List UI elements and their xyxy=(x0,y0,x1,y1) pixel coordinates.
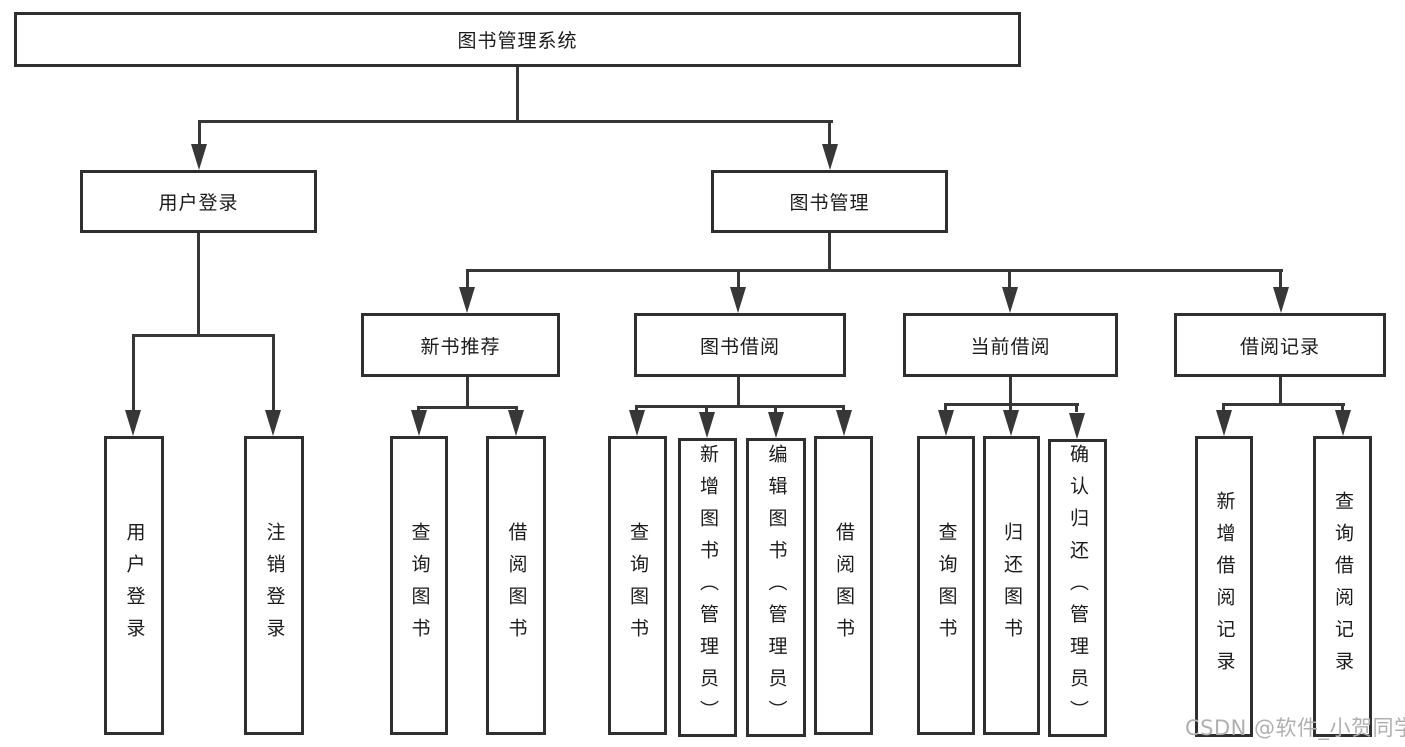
connector-book-mgmt-bar xyxy=(466,269,1283,272)
leaf-query-book-current: 查询图书 xyxy=(917,436,975,735)
node-library-management-system: 图书管理系统 xyxy=(14,12,1021,67)
connector-book-mgmt-stub xyxy=(828,233,831,272)
node-book-borrowing: 图书借阅 xyxy=(634,313,846,377)
connector-drop-query-book-c xyxy=(944,403,947,412)
connector-drop-borrow-book-b xyxy=(842,405,845,414)
node-user-login: 用户登录 xyxy=(80,170,317,233)
arrowhead-borrow-book-a-icon xyxy=(508,410,524,436)
leaf-logout: 注销登录 xyxy=(244,436,304,735)
connector-user-login-stub xyxy=(197,233,200,337)
connector-drop-add-book xyxy=(705,405,708,414)
arrowhead-add-book-icon xyxy=(699,412,715,438)
node-book-management: 图书管理 xyxy=(711,170,948,233)
connector-drop-user-login xyxy=(198,120,201,146)
arrowhead-login-leaf-icon xyxy=(125,410,141,436)
leaf-add-book-admin: 新增图书（管理员） xyxy=(678,438,737,737)
arrowhead-current-borrow-icon xyxy=(1002,287,1018,313)
arrowhead-user-login-icon xyxy=(191,144,207,170)
connector-new-book-rec-stub xyxy=(466,377,469,409)
connector-drop-query-book-b xyxy=(635,405,638,414)
connector-book-borrow-bar xyxy=(635,405,845,408)
leaf-return-book: 归还图书 xyxy=(983,436,1040,735)
connector-user-login-bar xyxy=(132,334,275,337)
arrowhead-edit-book-icon xyxy=(768,412,784,438)
arrowhead-logout-leaf-icon xyxy=(265,410,281,436)
arrowhead-borrow-book-b-icon xyxy=(836,410,852,436)
arrowhead-query-book-b-icon xyxy=(629,410,645,436)
arrowhead-book-borrow-icon xyxy=(730,287,746,313)
arrowhead-new-book-rec-icon xyxy=(459,287,475,313)
connector-drop-book-management xyxy=(828,120,831,146)
leaf-add-borrow-record: 新增借阅记录 xyxy=(1195,436,1253,737)
connector-drop-confirm-return xyxy=(1075,403,1078,412)
leaf-borrow-book-recommend: 借阅图书 xyxy=(486,436,546,735)
connector-drop-return-book xyxy=(1009,403,1012,412)
leaf-query-borrow-record: 查询借阅记录 xyxy=(1313,436,1372,737)
connector-drop-logout-leaf xyxy=(272,334,275,412)
connector-drop-current-borrow xyxy=(1008,269,1011,291)
connector-book-borrow-stub xyxy=(737,377,740,408)
connector-drop-new-book-rec xyxy=(466,269,469,291)
connector-drop-query-record xyxy=(1341,403,1344,412)
connector-root-bar xyxy=(198,120,833,123)
connector-drop-edit-book xyxy=(774,405,777,414)
node-current-borrowing: 当前借阅 xyxy=(903,313,1118,377)
leaf-borrow-book-borrowing: 借阅图书 xyxy=(814,436,873,735)
connector-drop-add-record xyxy=(1222,403,1225,412)
leaf-query-book-borrowing: 查询图书 xyxy=(608,436,667,735)
arrowhead-query-book-c-icon xyxy=(938,410,954,436)
connector-current-borrow-stub xyxy=(1009,377,1012,406)
connector-drop-book-borrow xyxy=(737,269,740,291)
leaf-query-book-recommend: 查询图书 xyxy=(390,436,448,735)
node-borrowing-records: 借阅记录 xyxy=(1174,313,1386,377)
arrowhead-borrow-records-icon xyxy=(1273,287,1289,313)
connector-root-stub xyxy=(516,67,519,123)
connector-borrow-records-bar xyxy=(1222,403,1345,406)
leaf-user-login: 用户登录 xyxy=(104,436,164,735)
connector-drop-borrow-records xyxy=(1279,269,1282,291)
arrowhead-query-record-icon xyxy=(1335,410,1351,436)
arrowhead-confirm-return-icon xyxy=(1069,413,1085,439)
arrowhead-add-record-icon xyxy=(1216,410,1232,436)
leaf-edit-book-admin: 编辑图书（管理员） xyxy=(746,438,806,737)
arrowhead-query-book-a-icon xyxy=(411,410,427,436)
arrowhead-book-management-icon xyxy=(822,144,838,170)
connector-borrow-records-stub xyxy=(1279,377,1282,406)
arrowhead-return-book-icon xyxy=(1003,410,1019,436)
connector-drop-login-leaf xyxy=(132,334,135,412)
csdn-watermark: CSDN @软件_小贺同学 xyxy=(1185,716,1405,740)
leaf-confirm-return-admin: 确认归还（管理员） xyxy=(1048,439,1107,737)
connector-new-book-rec-bar xyxy=(417,406,518,409)
node-new-book-recommend: 新书推荐 xyxy=(361,313,560,377)
